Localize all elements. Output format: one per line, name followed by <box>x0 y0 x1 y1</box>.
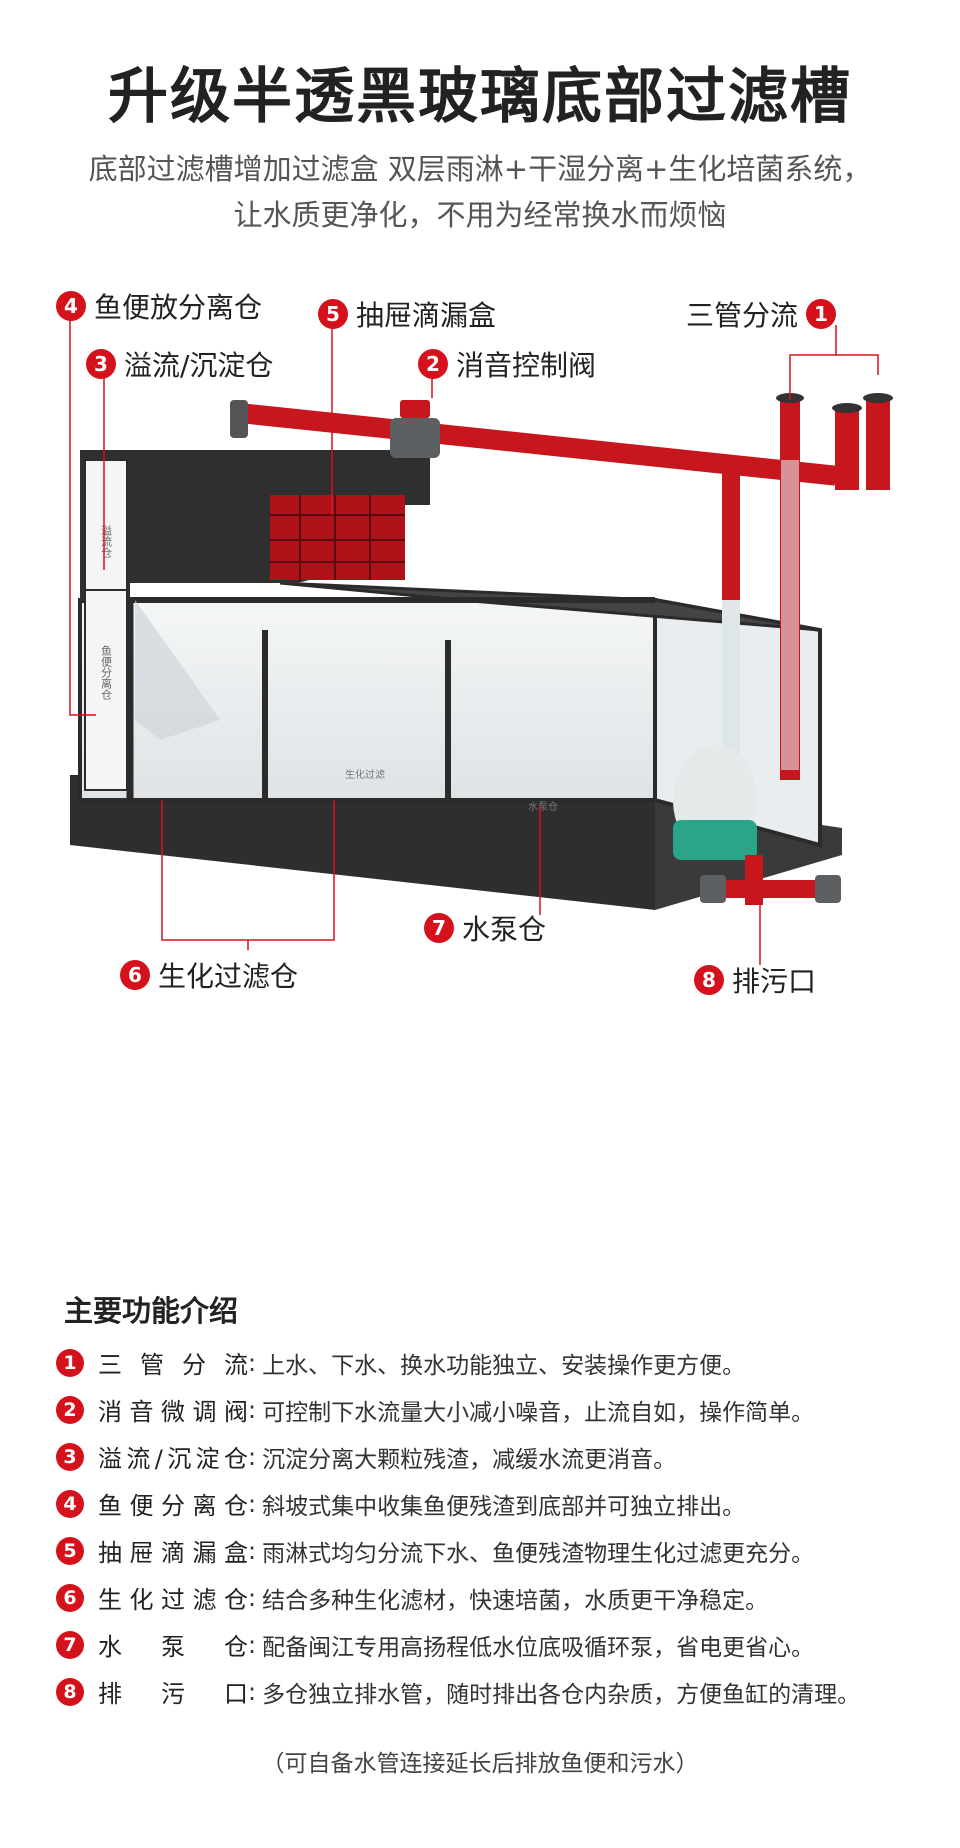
feature-row: 3 溢流/沉淀仓: 沉淀分离大颗粒残渣，减缓水流更消音。 <box>56 1439 936 1474</box>
feature-desc: 结合多种生化滤材，快速培菌，水质更干净稳定。 <box>262 1587 769 1614</box>
callout-1-label: 三管分流 <box>686 299 799 332</box>
callout-5-number: 5 <box>318 299 348 329</box>
drip-drawer <box>270 495 405 580</box>
feature-name: 排污口 <box>98 1680 248 1708</box>
feature-desc: 可控制下水流量大小减小噪音，止流自如，操作简单。 <box>262 1399 815 1426</box>
callout-8: 8 排污口 <box>694 960 816 1000</box>
feature-row: 6 生化过滤仓: 结合多种生化滤材，快速培菌，水质更干净稳定。 <box>56 1580 936 1615</box>
feature-name: 抽屉滴漏盒 <box>98 1539 248 1567</box>
callout-6: 6 生化过滤仓 <box>120 955 298 995</box>
tank-illustration: 溢流仓 鱼便分离仓 生化过滤 水泵仓 <box>69 300 893 965</box>
callout-2-number: 2 <box>418 349 448 379</box>
callout-3-label: 溢流/沉淀仓 <box>124 349 274 382</box>
feature-name: 鱼便分离仓 <box>98 1492 248 1520</box>
callout-6-label: 生化过滤仓 <box>158 960 299 993</box>
product-diagram: 溢流仓 鱼便分离仓 生化过滤 水泵仓 <box>0 291 960 1200</box>
colon: : <box>248 1583 257 1612</box>
silent-valve <box>390 418 440 458</box>
features-title: 主要功能介绍 <box>64 1294 239 1328</box>
callout-4-number: 4 <box>56 291 86 321</box>
colon: : <box>248 1348 257 1377</box>
callout-8-number: 8 <box>694 965 724 995</box>
callout-5: 5 抽屉滴漏盒 <box>318 294 496 334</box>
feature-desc: 斜坡式集中收集鱼便残渣到底部并可独立排出。 <box>262 1493 746 1520</box>
overflow-box <box>80 450 430 600</box>
footnote: （可自备水管连接延长后排放鱼便和污水） <box>261 1751 699 1777</box>
feature-desc: 上水、下水、换水功能独立、安装操作更方便。 <box>262 1352 746 1379</box>
colon: : <box>248 1677 257 1706</box>
feature-desc: 多仓独立排水管，随时排出各仓内杂质，方便鱼缸的清理。 <box>262 1681 861 1708</box>
feature-desc: 配备闽江专用高扬程低水位底吸循环泵，省电更省心。 <box>262 1634 815 1661</box>
pump-floor-text: 水泵仓 <box>528 800 558 813</box>
colon: : <box>248 1630 257 1659</box>
callout-6-number: 6 <box>120 960 150 990</box>
callout-2-label: 消音控制阀 <box>456 349 597 382</box>
callout-8-label: 排污口 <box>732 965 817 998</box>
callout-3: 3 溢流/沉淀仓 <box>86 344 273 384</box>
feature-number: 2 <box>56 1395 84 1424</box>
overflow-side-text: 溢流仓 <box>100 524 113 558</box>
feature-desc: 雨淋式均匀分流下水、鱼便残渣物理生化过滤更充分。 <box>262 1540 815 1567</box>
callout-3-number: 3 <box>86 349 116 379</box>
feature-row: 4 鱼便分离仓: 斜坡式集中收集鱼便残渣到底部并可独立排出。 <box>56 1486 936 1521</box>
feature-number: 1 <box>56 1348 84 1377</box>
subtitle-line-2: 让水质更净化，不用为经常换水而烦恼 <box>233 198 727 232</box>
feature-row: 8 排污口: 多仓独立排水管，随时排出各仓内杂质，方便鱼缸的清理。 <box>56 1674 936 1709</box>
colon: : <box>248 1536 257 1565</box>
feature-number: 6 <box>56 1583 84 1612</box>
feature-name: 溢流/沉淀仓 <box>98 1445 248 1473</box>
feature-row: 5 抽屉滴漏盒: 雨淋式均匀分流下水、鱼便残渣物理生化过滤更充分。 <box>56 1533 936 1568</box>
tank-base <box>70 775 665 910</box>
feature-name: 生化过滤仓 <box>98 1586 248 1614</box>
feature-number: 4 <box>56 1489 84 1518</box>
feature-row: 2 消音微调阀: 可控制下水流量大小减小噪音，止流自如，操作简单。 <box>56 1392 936 1427</box>
callout-7-number: 7 <box>424 913 454 943</box>
subtitle-line-1: 底部过滤槽增加过滤盒 双层雨淋+干湿分离+生化培菌系统， <box>88 152 872 186</box>
callout-7: 7 水泵仓 <box>424 908 546 948</box>
feature-number: 8 <box>56 1677 84 1706</box>
bio-floor-text: 生化过滤 <box>345 768 385 781</box>
feature-desc: 沉淀分离大颗粒残渣，减缓水流更消音。 <box>262 1446 677 1473</box>
colon: : <box>248 1395 257 1424</box>
page-title: 升级半透黑玻璃底部过滤槽 <box>108 62 852 132</box>
fish-side-text: 鱼便分离仓 <box>100 644 113 700</box>
feature-number: 5 <box>56 1536 84 1565</box>
callout-1-number: 1 <box>806 299 837 329</box>
callout-4: 4 鱼便放分离仓 <box>56 286 262 326</box>
callout-1: 三管分流 1 <box>686 294 837 334</box>
feature-number: 3 <box>56 1442 84 1471</box>
feature-row: 1 三管分流: 上水、下水、换水功能独立、安装操作更方便。 <box>56 1345 936 1380</box>
callout-2: 2 消音控制阀 <box>418 344 596 384</box>
feature-name: 水泵仓 <box>98 1633 248 1661</box>
callout-5-label: 抽屉滴漏盒 <box>356 299 497 332</box>
feature-number: 7 <box>56 1630 84 1659</box>
feature-name: 三管分流 <box>98 1351 248 1379</box>
callout-7-label: 水泵仓 <box>462 913 547 946</box>
main-pipe <box>237 403 837 486</box>
colon: : <box>248 1489 257 1518</box>
colon: : <box>248 1442 257 1471</box>
feature-row: 7 水泵仓: 配备闽江专用高扬程低水位底吸循环泵，省电更省心。 <box>56 1627 936 1662</box>
callout-4-label: 鱼便放分离仓 <box>94 291 263 324</box>
feature-name: 消音微调阀 <box>98 1398 248 1426</box>
